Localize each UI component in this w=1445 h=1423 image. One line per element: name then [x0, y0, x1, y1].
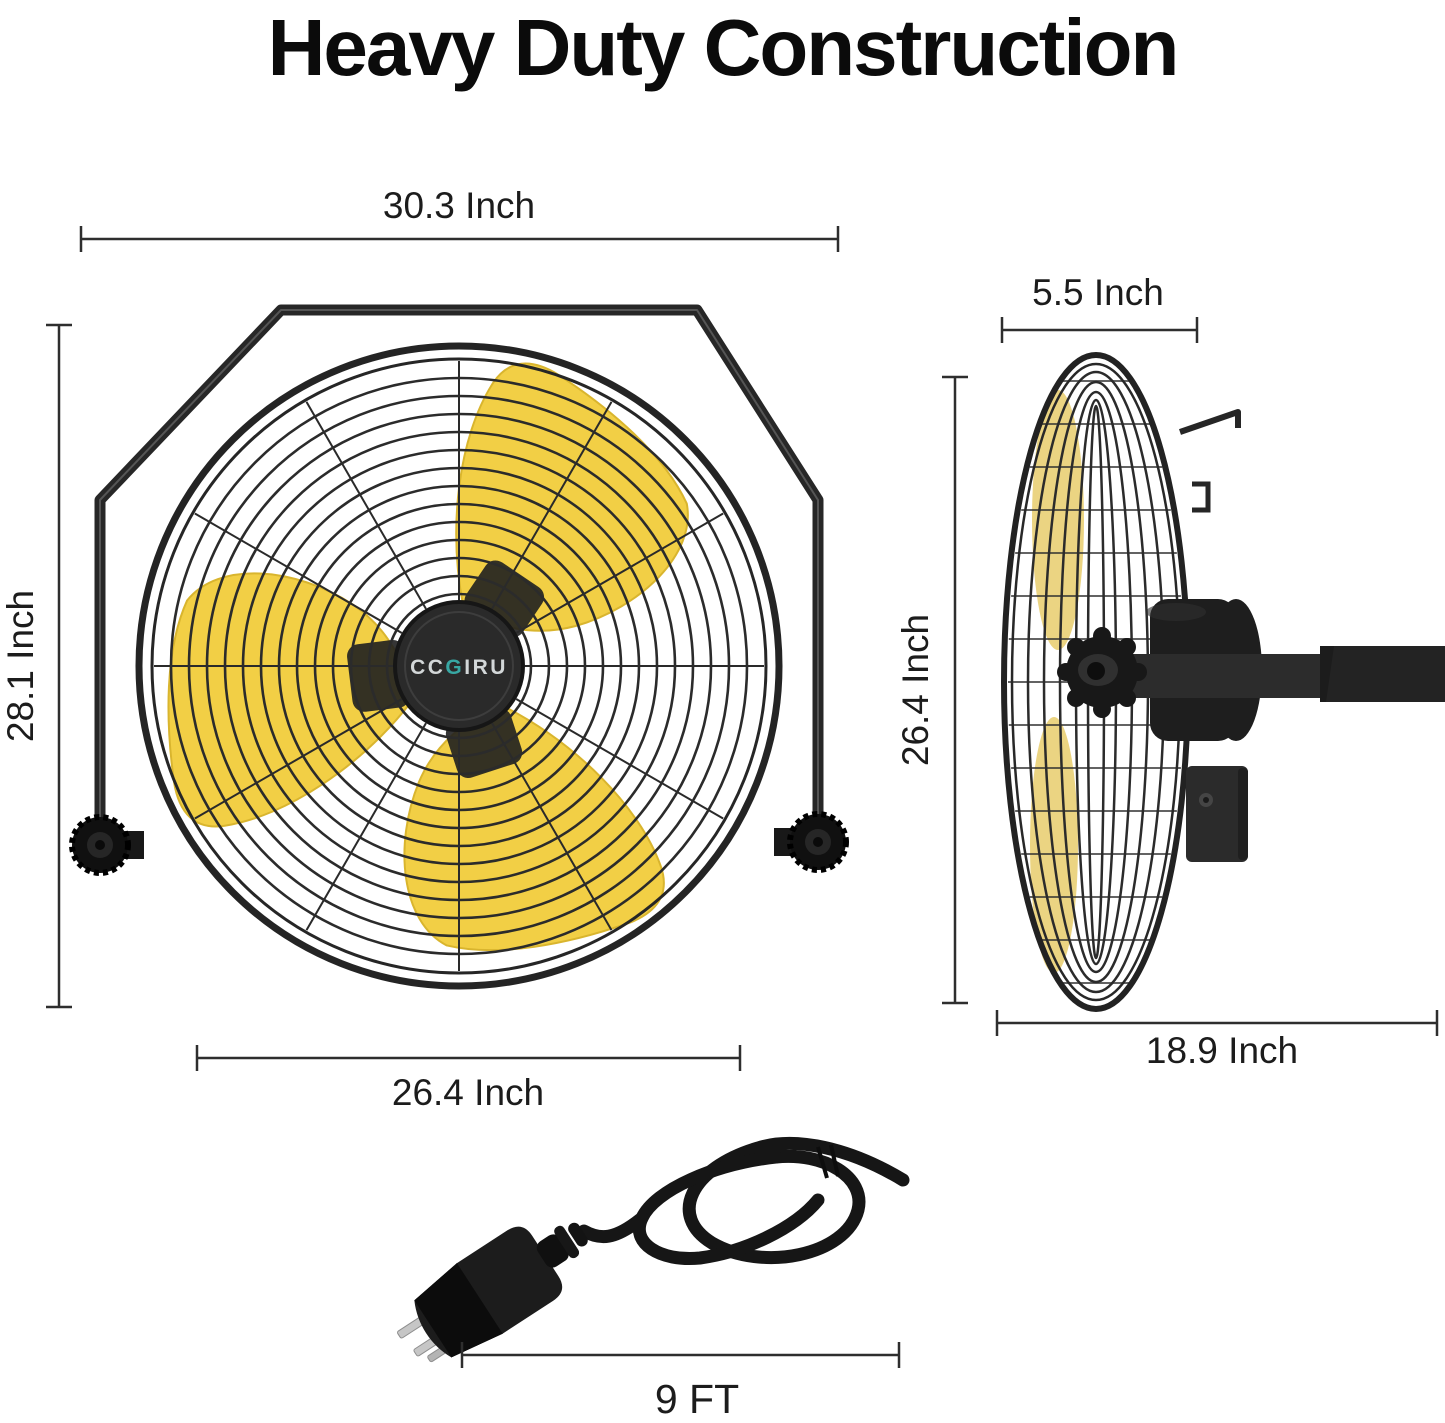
plug [397, 1222, 588, 1363]
dim-label-side-depth: 5.5 Inch [1032, 272, 1164, 313]
grille-spokes [154, 361, 764, 971]
side-blade-hints [1030, 390, 1084, 973]
dim-front-height: 28.1 Inch [0, 323, 72, 1009]
left-knob [69, 814, 131, 876]
mount-arm [1114, 646, 1445, 702]
front-mount-bracket [69, 304, 849, 876]
dim-label-side-height: 26.4 Inch [895, 614, 936, 766]
dim-cord-length: 9 FT [460, 1342, 901, 1422]
power-cord: 9 FT [397, 1136, 910, 1422]
side-clips [1179, 409, 1241, 513]
right-knob [787, 811, 849, 873]
dim-side-depth: 5.5 Inch [1000, 272, 1199, 343]
dim-front-width-bottom: 26.4 Inch [195, 1045, 742, 1113]
dim-side-height: 26.4 Inch [895, 375, 968, 1005]
grille-rings [169, 376, 749, 956]
dim-label-front-width-bottom: 26.4 Inch [392, 1072, 544, 1113]
dim-side-width: 18.9 Inch [995, 1010, 1439, 1071]
cord-tie [816, 1144, 840, 1179]
front-grille [135, 342, 783, 990]
side-view: 5.5 Inch 26.4 Inch 18.9 Inch [895, 272, 1445, 1071]
dim-label-front-height: 28.1 Inch [0, 590, 41, 742]
wall-bracket [1186, 766, 1248, 862]
front-view: CCGIRU 30.3 Inch 28.1 Inch 26 [0, 185, 849, 1113]
side-pivot-knob [1057, 627, 1147, 718]
brand-logo: CCGIRU [410, 656, 508, 679]
dim-label-side-width: 18.9 Inch [1146, 1030, 1298, 1071]
page-title: Heavy Duty Construction [267, 3, 1180, 92]
cord-coil [577, 1136, 910, 1266]
dim-front-width-top: 30.3 Inch [79, 185, 840, 252]
fan-hub: CCGIRU [393, 600, 525, 732]
dim-label-front-width-top: 30.3 Inch [383, 185, 535, 226]
dim-label-cord-length: 9 FT [655, 1376, 739, 1422]
